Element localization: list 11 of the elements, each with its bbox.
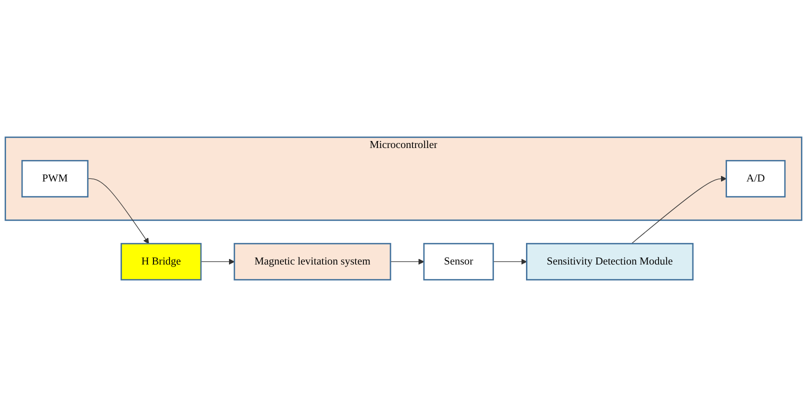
arrow bbox=[390, 258, 424, 265]
arrow bbox=[87, 178, 150, 244]
node-box: Sensitivity Detection Module bbox=[526, 242, 694, 280]
arrow bbox=[200, 258, 235, 265]
node-box: Sensor bbox=[423, 242, 494, 280]
arrow bbox=[631, 176, 727, 244]
node-box: Magnetic levitation system bbox=[234, 242, 392, 280]
node-box: PWM bbox=[21, 160, 88, 198]
arrow bbox=[492, 258, 527, 265]
node-box: H Bridge bbox=[120, 242, 202, 280]
node-box: A/D bbox=[726, 160, 786, 198]
